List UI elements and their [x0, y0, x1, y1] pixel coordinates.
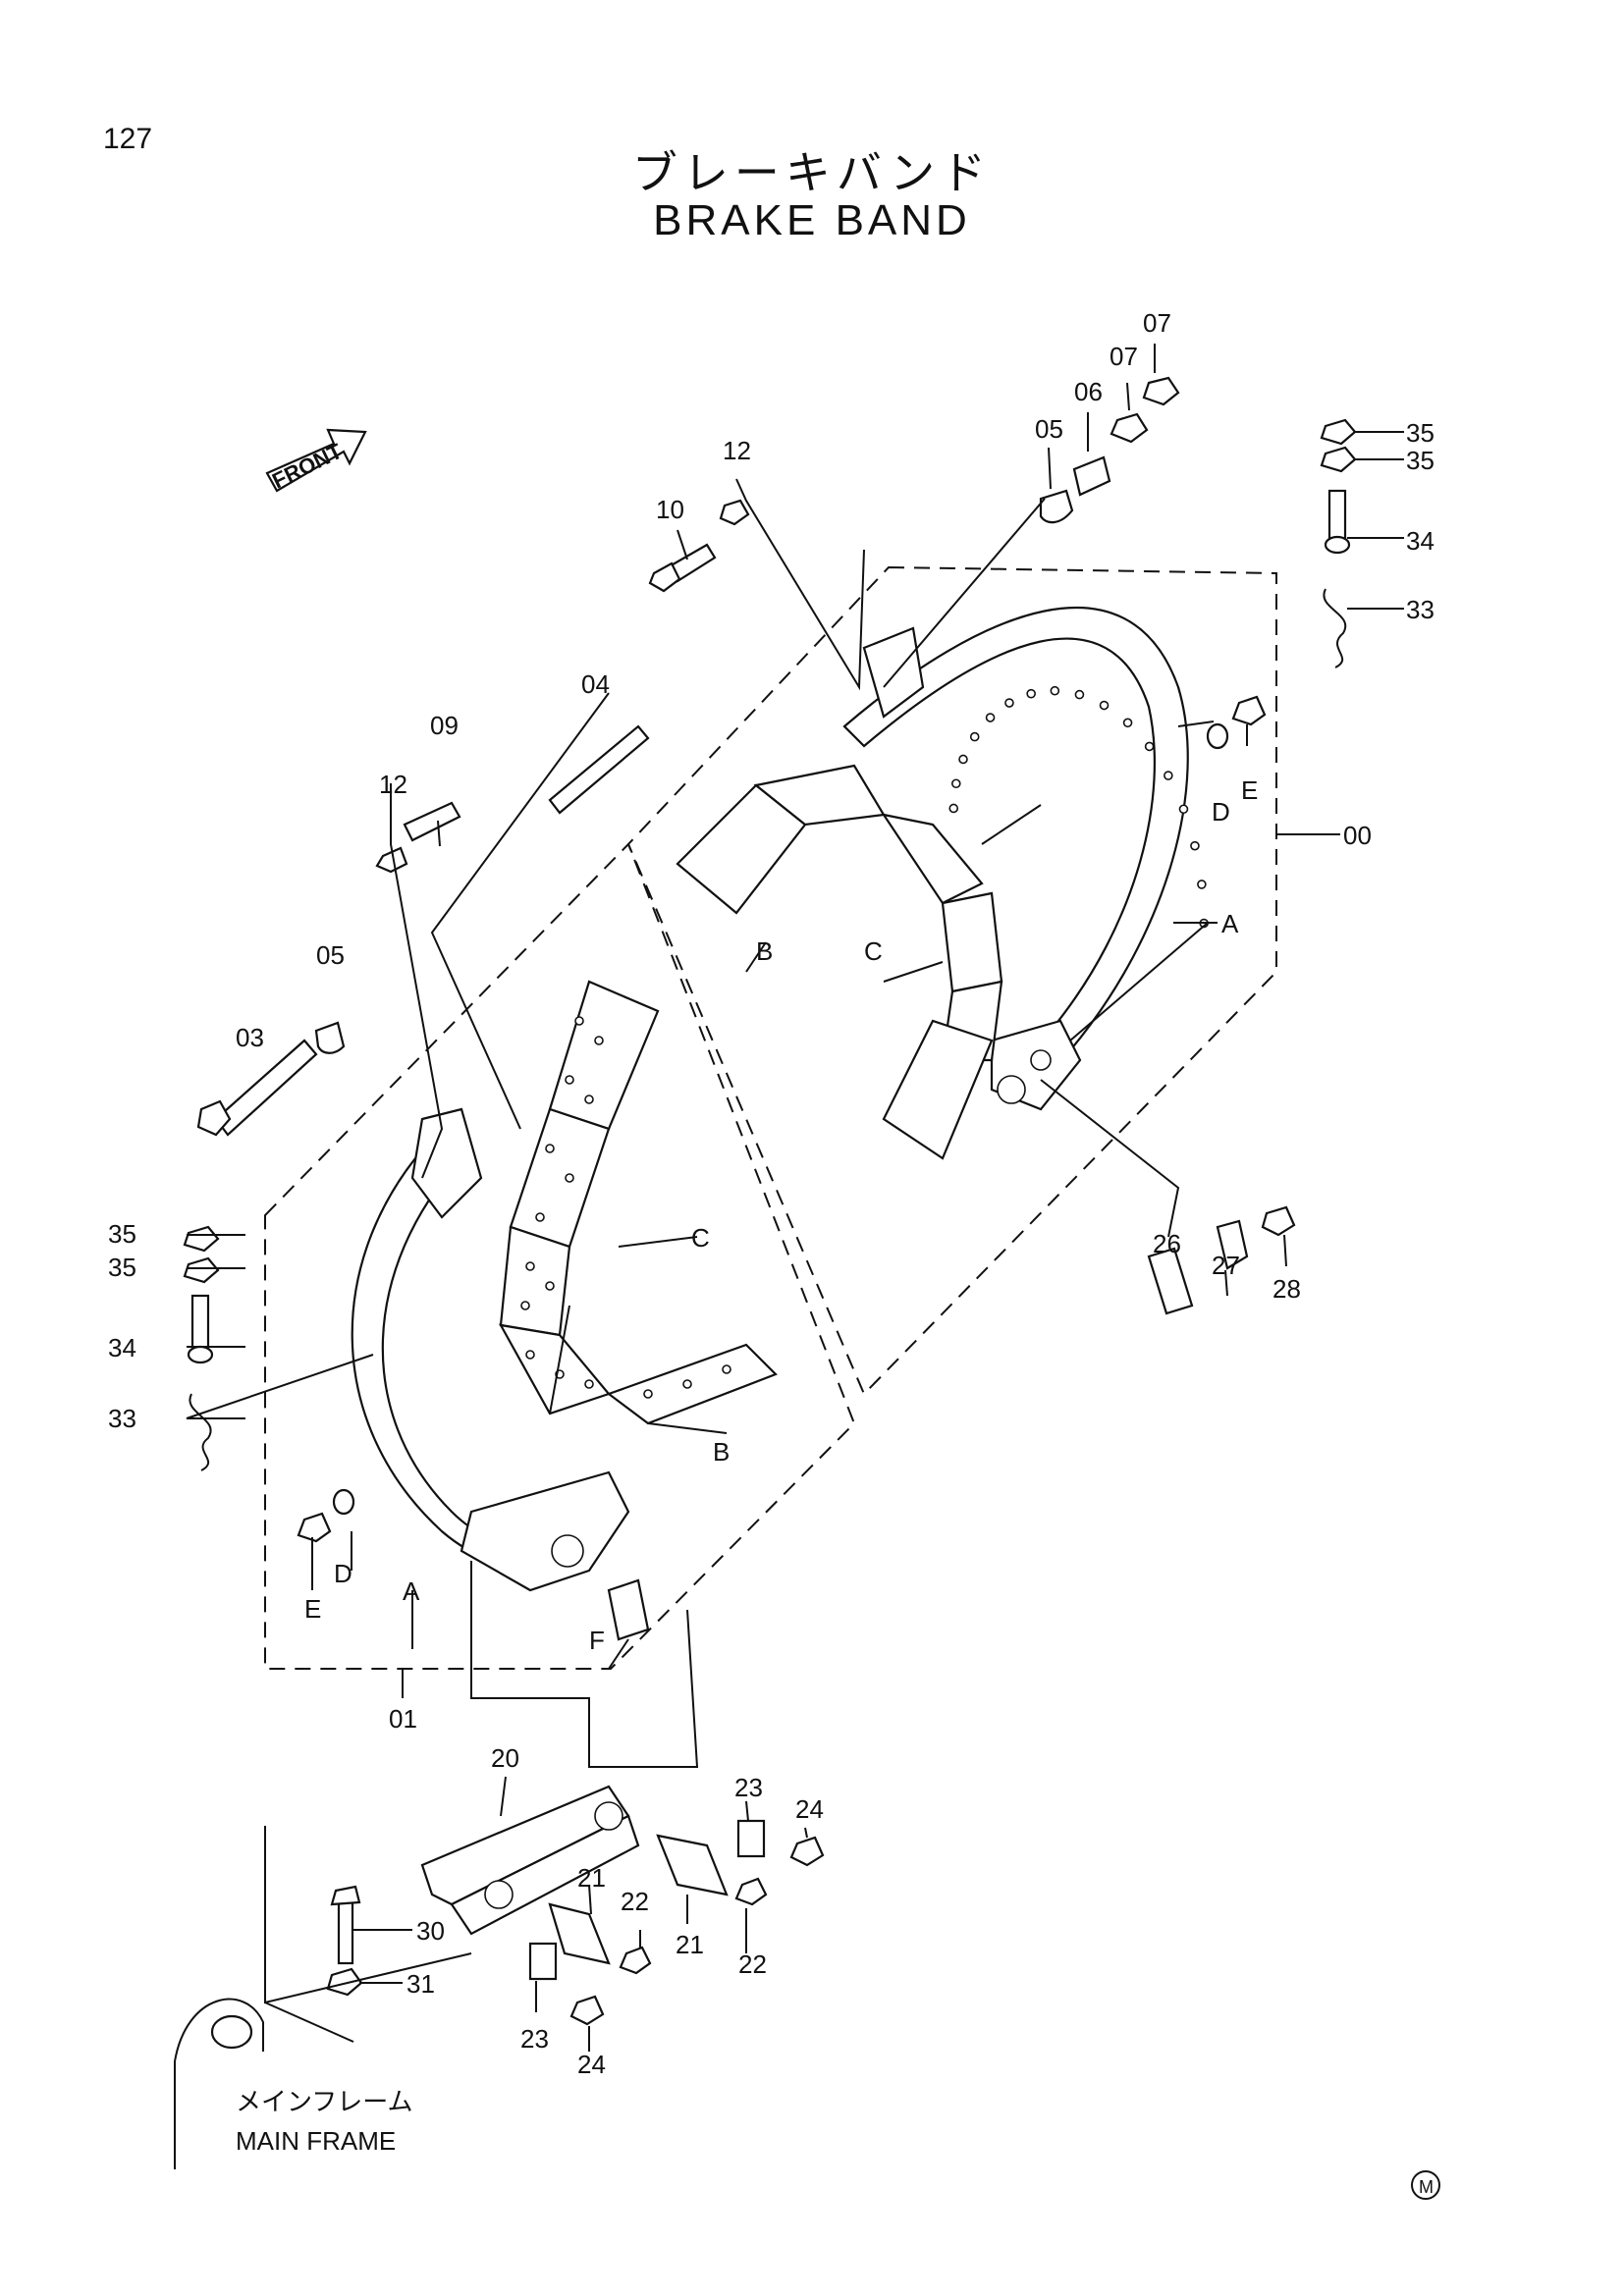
callout-35-left-lower: 35	[108, 1253, 136, 1282]
callout-12-lower: 12	[379, 770, 407, 799]
main-frame-label-english: MAIN FRAME	[236, 2126, 396, 2156]
callout-d-rear: D	[1212, 797, 1230, 827]
callout-e-rear: E	[1241, 775, 1258, 805]
front-arrow-icon: FRONT	[265, 428, 367, 494]
lower-linkage	[326, 1785, 825, 2026]
callout-12-upper: 12	[723, 436, 751, 465]
front-label: FRONT	[268, 439, 347, 494]
callout-05-upper: 05	[1035, 414, 1063, 444]
main-frame-bracket	[174, 1998, 354, 2169]
callout-06: 06	[1074, 377, 1103, 406]
front-lining-segments	[498, 980, 778, 1425]
callout-22-left: 22	[621, 1887, 649, 1916]
callout-33-left: 33	[108, 1404, 136, 1433]
callout-26: 26	[1153, 1229, 1181, 1258]
page-number: 127	[103, 123, 153, 155]
callout-35-left-upper: 35	[108, 1219, 136, 1249]
rear-brake-band	[842, 607, 1209, 1111]
callout-01: 01	[389, 1704, 417, 1734]
callout-f: F	[589, 1626, 605, 1655]
callout-27: 27	[1212, 1251, 1240, 1280]
callout-24-left: 24	[577, 2050, 606, 2079]
callout-c-front: C	[691, 1223, 710, 1253]
callout-30: 30	[416, 1916, 445, 1946]
callout-07-upper: 07	[1143, 308, 1171, 338]
right-hardware	[1206, 418, 1357, 750]
callout-34-left: 34	[108, 1333, 136, 1362]
rear-lining-segments	[676, 764, 1003, 1160]
callout-c-rear: C	[864, 936, 883, 966]
callout-28: 28	[1272, 1274, 1301, 1304]
callout-00: 00	[1343, 821, 1372, 850]
callout-b-rear: B	[756, 936, 773, 966]
callout-09: 09	[430, 711, 459, 740]
callout-04: 04	[581, 669, 610, 699]
callout-a-front: A	[403, 1576, 420, 1606]
callout-22-right: 22	[738, 1949, 767, 1979]
callouts: 07 07 06 05 12 10 04 09 12 05 03 35 35 3…	[108, 308, 1435, 2079]
callout-07-lower: 07	[1110, 342, 1138, 371]
callout-d-front: D	[334, 1559, 352, 1588]
callout-23-left: 23	[520, 2024, 549, 2054]
callout-34-right: 34	[1406, 526, 1435, 556]
left-side-hardware	[183, 1225, 355, 1543]
pin-set	[607, 1205, 1296, 1641]
callout-a-rear: A	[1221, 909, 1239, 938]
left-hardware	[196, 1021, 346, 1137]
title-japanese: ブレーキバンド	[631, 146, 993, 199]
callout-20: 20	[491, 1743, 519, 1773]
callout-10: 10	[656, 495, 684, 524]
assembly-01-boundary	[264, 842, 856, 1670]
callout-31: 31	[406, 1969, 435, 1999]
callout-03: 03	[236, 1023, 264, 1052]
callout-35-right-lower: 35	[1406, 446, 1435, 475]
callout-21-right: 21	[676, 1930, 704, 1959]
corner-mark: M	[1419, 2177, 1434, 2197]
callout-21-left: 21	[577, 1863, 606, 1893]
callout-24-right: 24	[795, 1794, 824, 1824]
callout-35-right-upper: 35	[1406, 418, 1435, 448]
leader-lines	[186, 344, 1404, 2052]
callout-33-right: 33	[1406, 595, 1435, 624]
callout-e-front: E	[304, 1594, 321, 1624]
title-english: BRAKE BAND	[653, 196, 971, 244]
upper-hardware	[375, 376, 1180, 874]
callout-b-front: B	[713, 1437, 730, 1467]
assembly-00-boundary	[626, 565, 1277, 1396]
callout-05-left: 05	[316, 940, 345, 970]
front-brake-band	[351, 1107, 630, 1592]
callout-23-right: 23	[734, 1773, 763, 1802]
corner-mark-icon	[1411, 2170, 1440, 2200]
main-frame-label-japanese: メインフレーム	[236, 2088, 412, 2117]
